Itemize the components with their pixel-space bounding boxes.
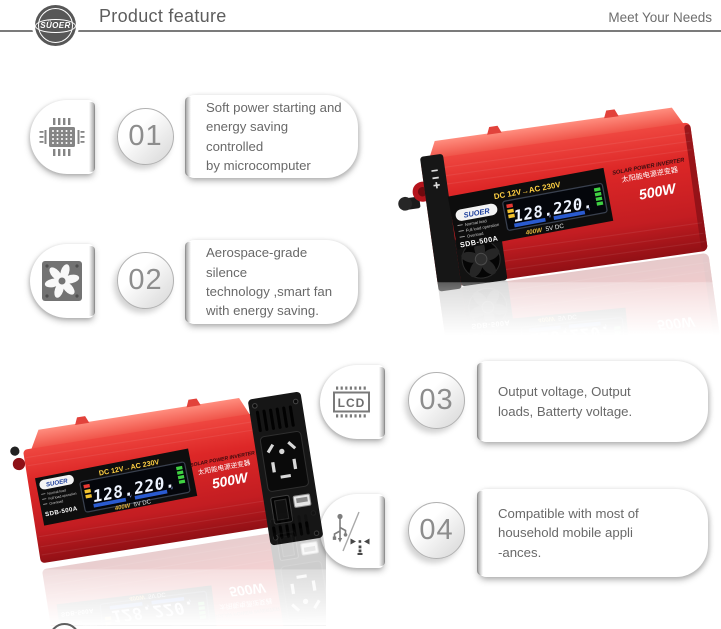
status-line-1: Normal load xyxy=(464,218,487,227)
feature-text-box-3: Output voltage, Output loads, Batterty v… xyxy=(477,361,708,442)
svg-text:v: v xyxy=(588,207,592,212)
page-title: Product feature xyxy=(99,6,227,26)
feature-text-box-2: Aerospace-grade silence technology ,smar… xyxy=(185,240,358,324)
power-rating: 500W xyxy=(211,469,251,492)
inverter-top-face xyxy=(428,107,684,160)
usb-icon xyxy=(332,511,370,555)
status-line-2: Full load operation xyxy=(465,222,500,233)
suoer-logo: SÜOER xyxy=(32,2,79,49)
lcd-display xyxy=(79,461,191,513)
suoer-logo-circle: SÜOER xyxy=(35,5,76,46)
lcd-icon: LCD xyxy=(333,386,370,418)
feature-icon-box-4 xyxy=(320,494,385,568)
power-rating: 500W xyxy=(638,181,679,204)
feature-icon-box-3: LCD xyxy=(320,365,385,439)
brand-label: SUOER xyxy=(45,478,68,489)
svg-text:v: v xyxy=(170,485,174,490)
logo-ring xyxy=(38,8,73,43)
feature-icon-box-1 xyxy=(30,100,95,174)
svg-text:5V DC: 5V DC xyxy=(133,499,152,508)
feature-text-1: Soft power starting and energy saving co… xyxy=(206,99,342,173)
sub-spec-left: 400W xyxy=(524,227,544,237)
feature-text-3: Output voltage, Output loads, Batterty v… xyxy=(498,384,633,419)
feature-text-box-1: Soft power starting and energy saving co… xyxy=(185,95,358,178)
header-divider xyxy=(0,30,721,32)
feature-number-4: 04 xyxy=(408,502,465,559)
ac-socket xyxy=(259,430,309,492)
product-photo-front-right: DC 12V→AC 230V SUOER Normal load Full lo… xyxy=(8,392,326,626)
terminal-stud-red xyxy=(12,457,26,471)
svg-text:Overload: Overload xyxy=(49,499,64,506)
feature-text-box-4: Compatible with most of household mobile… xyxy=(477,489,708,577)
terminal-stud-black xyxy=(10,446,20,456)
product-photo-front-left: DC 12V→AC 230V SUOER Normal load Full lo… xyxy=(393,107,721,335)
lcd-display xyxy=(502,182,608,231)
feature-icon-box-2 xyxy=(30,244,95,318)
microchip-icon xyxy=(39,118,85,156)
svg-text:Normal load: Normal load xyxy=(47,488,66,496)
feature-text-4: Compatible with most of household mobile… xyxy=(498,505,639,560)
svg-text:v: v xyxy=(129,493,133,498)
feature-number-2: 02 xyxy=(117,252,174,309)
status-line-3: Overload xyxy=(467,231,485,239)
svg-text:400W: 400W xyxy=(114,503,133,512)
lcd-icon-label: LCD xyxy=(338,396,366,410)
feature-number-3: 03 xyxy=(408,372,465,429)
feature-text-2: Aerospace-grade silence technology ,smar… xyxy=(206,245,333,319)
fan-icon xyxy=(42,261,82,301)
header-tagline: Meet Your Needs xyxy=(608,10,712,25)
lcd-unit: v xyxy=(548,214,552,219)
sub-spec-right: 5V DC xyxy=(545,223,565,233)
feature-number-1: 01 xyxy=(117,108,174,165)
inverter-top-face xyxy=(31,397,251,450)
svg-text:Full load operation: Full load operation xyxy=(48,491,77,500)
inverter-left-cap xyxy=(420,154,462,292)
